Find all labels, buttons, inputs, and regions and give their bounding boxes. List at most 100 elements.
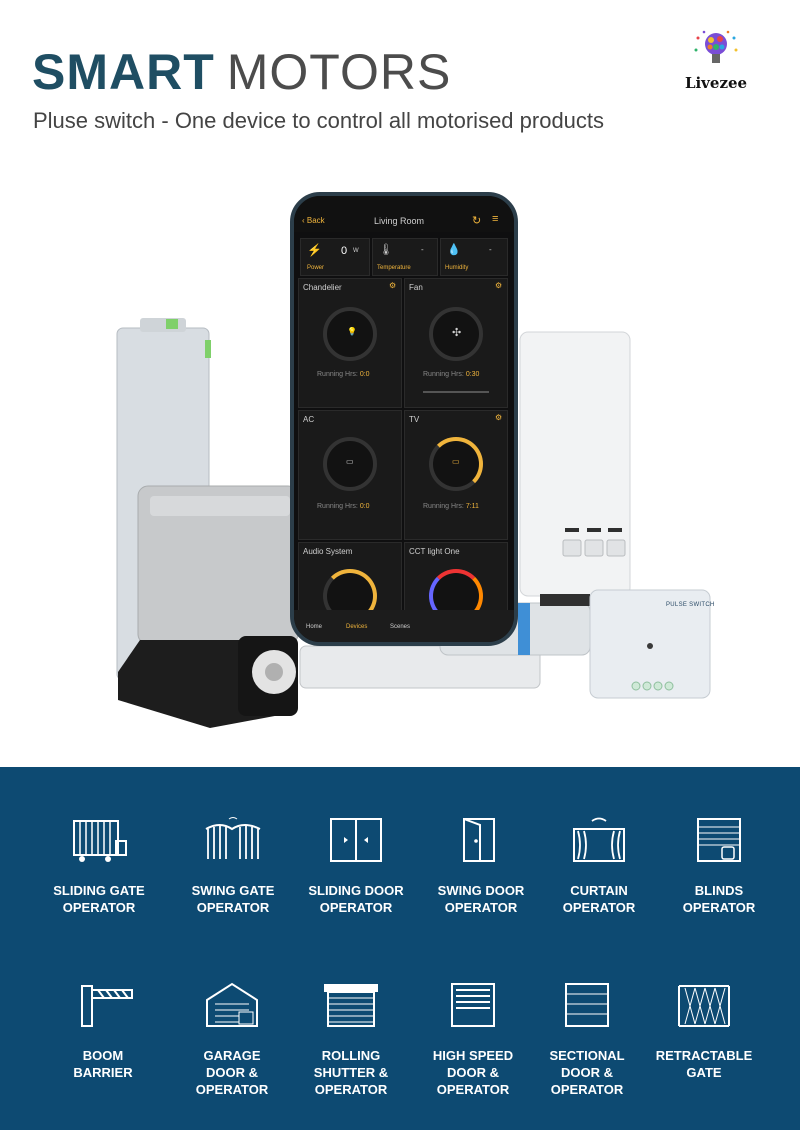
- menu-icon[interactable]: ≡: [492, 213, 499, 225]
- product-label-line: SECTIONAL: [549, 1048, 625, 1063]
- dial-control[interactable]: [429, 307, 483, 361]
- running-hours: Running Hrs: 7:11: [423, 503, 479, 510]
- thermometer-icon: 🌡: [379, 244, 393, 256]
- product-label-line: OPERATOR: [550, 1082, 624, 1097]
- product-label-line: BARRIER: [73, 1065, 133, 1080]
- product-label-line: OPERATOR: [444, 900, 518, 915]
- product-item: GARAGE DOOR & OPERATOR: [167, 980, 297, 1098]
- blinds-icon: [697, 818, 741, 862]
- pulse-switch-image: [589, 589, 711, 699]
- stat-temperature: 🌡 - Temperature: [372, 238, 438, 276]
- device-tile-chandelier[interactable]: Chandelier ⚙ 💡 Running Hrs: 0:0: [298, 278, 402, 408]
- running-hours: Running Hrs: 0:0: [317, 371, 370, 378]
- product-label: BLINDS OPERATOR: [654, 882, 784, 916]
- product-label-line: OPERATOR: [196, 900, 270, 915]
- product-label-line: SWING DOOR: [437, 883, 525, 898]
- swing-gate-icon: [205, 817, 261, 859]
- product-label-line: HIGH SPEED: [432, 1048, 514, 1063]
- product-label-line: OPERATOR: [314, 1082, 388, 1097]
- back-button[interactable]: ‹ Back: [302, 216, 325, 225]
- product-item: RETRACTABLE GATE: [639, 980, 769, 1081]
- product-label-line: OPERATOR: [62, 900, 136, 915]
- product-label-line: OPERATOR: [436, 1082, 510, 1097]
- title-light: MOTORS: [226, 44, 452, 100]
- nav-scenes[interactable]: Scenes: [390, 624, 411, 630]
- product-label-line: GATE: [686, 1065, 722, 1080]
- device-tile-tv[interactable]: TV ⚙ ▭ Running Hrs: 7:11: [404, 410, 508, 540]
- temperature-label: Temperature: [377, 265, 411, 271]
- stat-power: ⚡ 0 W Power: [300, 238, 370, 276]
- settings-icon[interactable]: ⚙: [495, 281, 503, 290]
- room-title: Living Room: [374, 216, 425, 226]
- device-tile-ac[interactable]: AC ▭ Running Hrs: 0:0: [298, 410, 402, 540]
- stat-humidity: 💧 - Humidity: [440, 238, 508, 276]
- settings-icon[interactable]: ⚙: [495, 413, 503, 422]
- product-label-line: OPERATOR: [319, 900, 393, 915]
- pulse-switch-label: PULSE SWITCH: [666, 602, 715, 608]
- title-bold: SMART: [32, 44, 215, 100]
- product-label-line: SHUTTER &: [313, 1065, 389, 1080]
- livezee-logo: Livezee: [676, 30, 756, 100]
- humidity-label: Humidity: [445, 265, 469, 271]
- device-name: Fan: [409, 283, 423, 292]
- product-item: BOOM BARRIER: [38, 980, 168, 1081]
- dial-control[interactable]: [429, 437, 483, 491]
- bulb-icon: 💡: [347, 327, 357, 336]
- logo-text: Livezee: [684, 74, 748, 92]
- running-hours: Running Hrs: 0:0: [317, 503, 370, 510]
- device-name: Chandelier: [303, 283, 342, 292]
- product-label-line: OPERATOR: [682, 900, 756, 915]
- power-unit: W: [353, 248, 359, 254]
- running-label: Running Hrs:: [423, 371, 464, 378]
- device-name: TV: [409, 415, 420, 424]
- running-label: Running Hrs:: [317, 371, 358, 378]
- curtain-motor-box-image: [519, 331, 631, 597]
- running-value: 0:0: [359, 503, 370, 510]
- product-item: SWING DOOR OPERATOR: [416, 815, 546, 916]
- nav-devices[interactable]: Devices: [346, 624, 368, 630]
- product-label-line: BLINDS: [694, 883, 744, 898]
- high-speed-door-icon: [451, 983, 495, 1027]
- device-name: Audio System: [303, 547, 353, 556]
- ac-icon: ▭: [346, 457, 354, 466]
- product-label-line: ROLLING: [321, 1048, 381, 1063]
- running-label: Running Hrs:: [423, 503, 464, 510]
- sliding-gate-icon: [73, 820, 127, 862]
- product-label-line: OPERATOR: [195, 1082, 269, 1097]
- product-label-line: DOOR &: [561, 1065, 613, 1080]
- settings-icon[interactable]: ⚙: [389, 281, 397, 290]
- humidity-value: -: [489, 245, 492, 254]
- fan-speed-slider[interactable]: [423, 391, 489, 393]
- product-item: SECTIONAL DOOR & OPERATOR: [522, 980, 652, 1098]
- curtain-icon: [573, 817, 625, 862]
- sectional-door-icon: [565, 983, 609, 1027]
- running-value: 0:0: [359, 371, 370, 378]
- refresh-icon[interactable]: ↻: [472, 215, 482, 227]
- dial-control[interactable]: [323, 437, 377, 491]
- back-label: Back: [306, 216, 325, 225]
- page-subtitle: Pluse switch - One device to control all…: [33, 108, 605, 133]
- power-value: 0: [341, 245, 348, 257]
- device-tile-fan[interactable]: Fan ⚙ ✣ Running Hrs: 0:30: [404, 278, 508, 408]
- product-label-line: CURTAIN: [570, 883, 628, 898]
- product-label-line: GARAGE: [203, 1048, 261, 1063]
- dial-control[interactable]: [323, 307, 377, 361]
- running-label: Running Hrs:: [317, 503, 358, 510]
- bottom-nav: Home Devices Scenes: [294, 610, 514, 642]
- running-value: 0:30: [465, 371, 480, 378]
- running-hours: Running Hrs: 0:30: [423, 371, 479, 378]
- product-label-line: BOOM: [82, 1048, 124, 1063]
- power-icon: ⚡: [307, 243, 322, 257]
- product-label: RETRACTABLE GATE: [639, 1047, 769, 1081]
- product-label-line: RETRACTABLE: [655, 1048, 753, 1063]
- product-label-line: DOOR &: [206, 1065, 258, 1080]
- nav-home[interactable]: Home: [306, 624, 323, 630]
- tv-icon: ▭: [452, 457, 460, 466]
